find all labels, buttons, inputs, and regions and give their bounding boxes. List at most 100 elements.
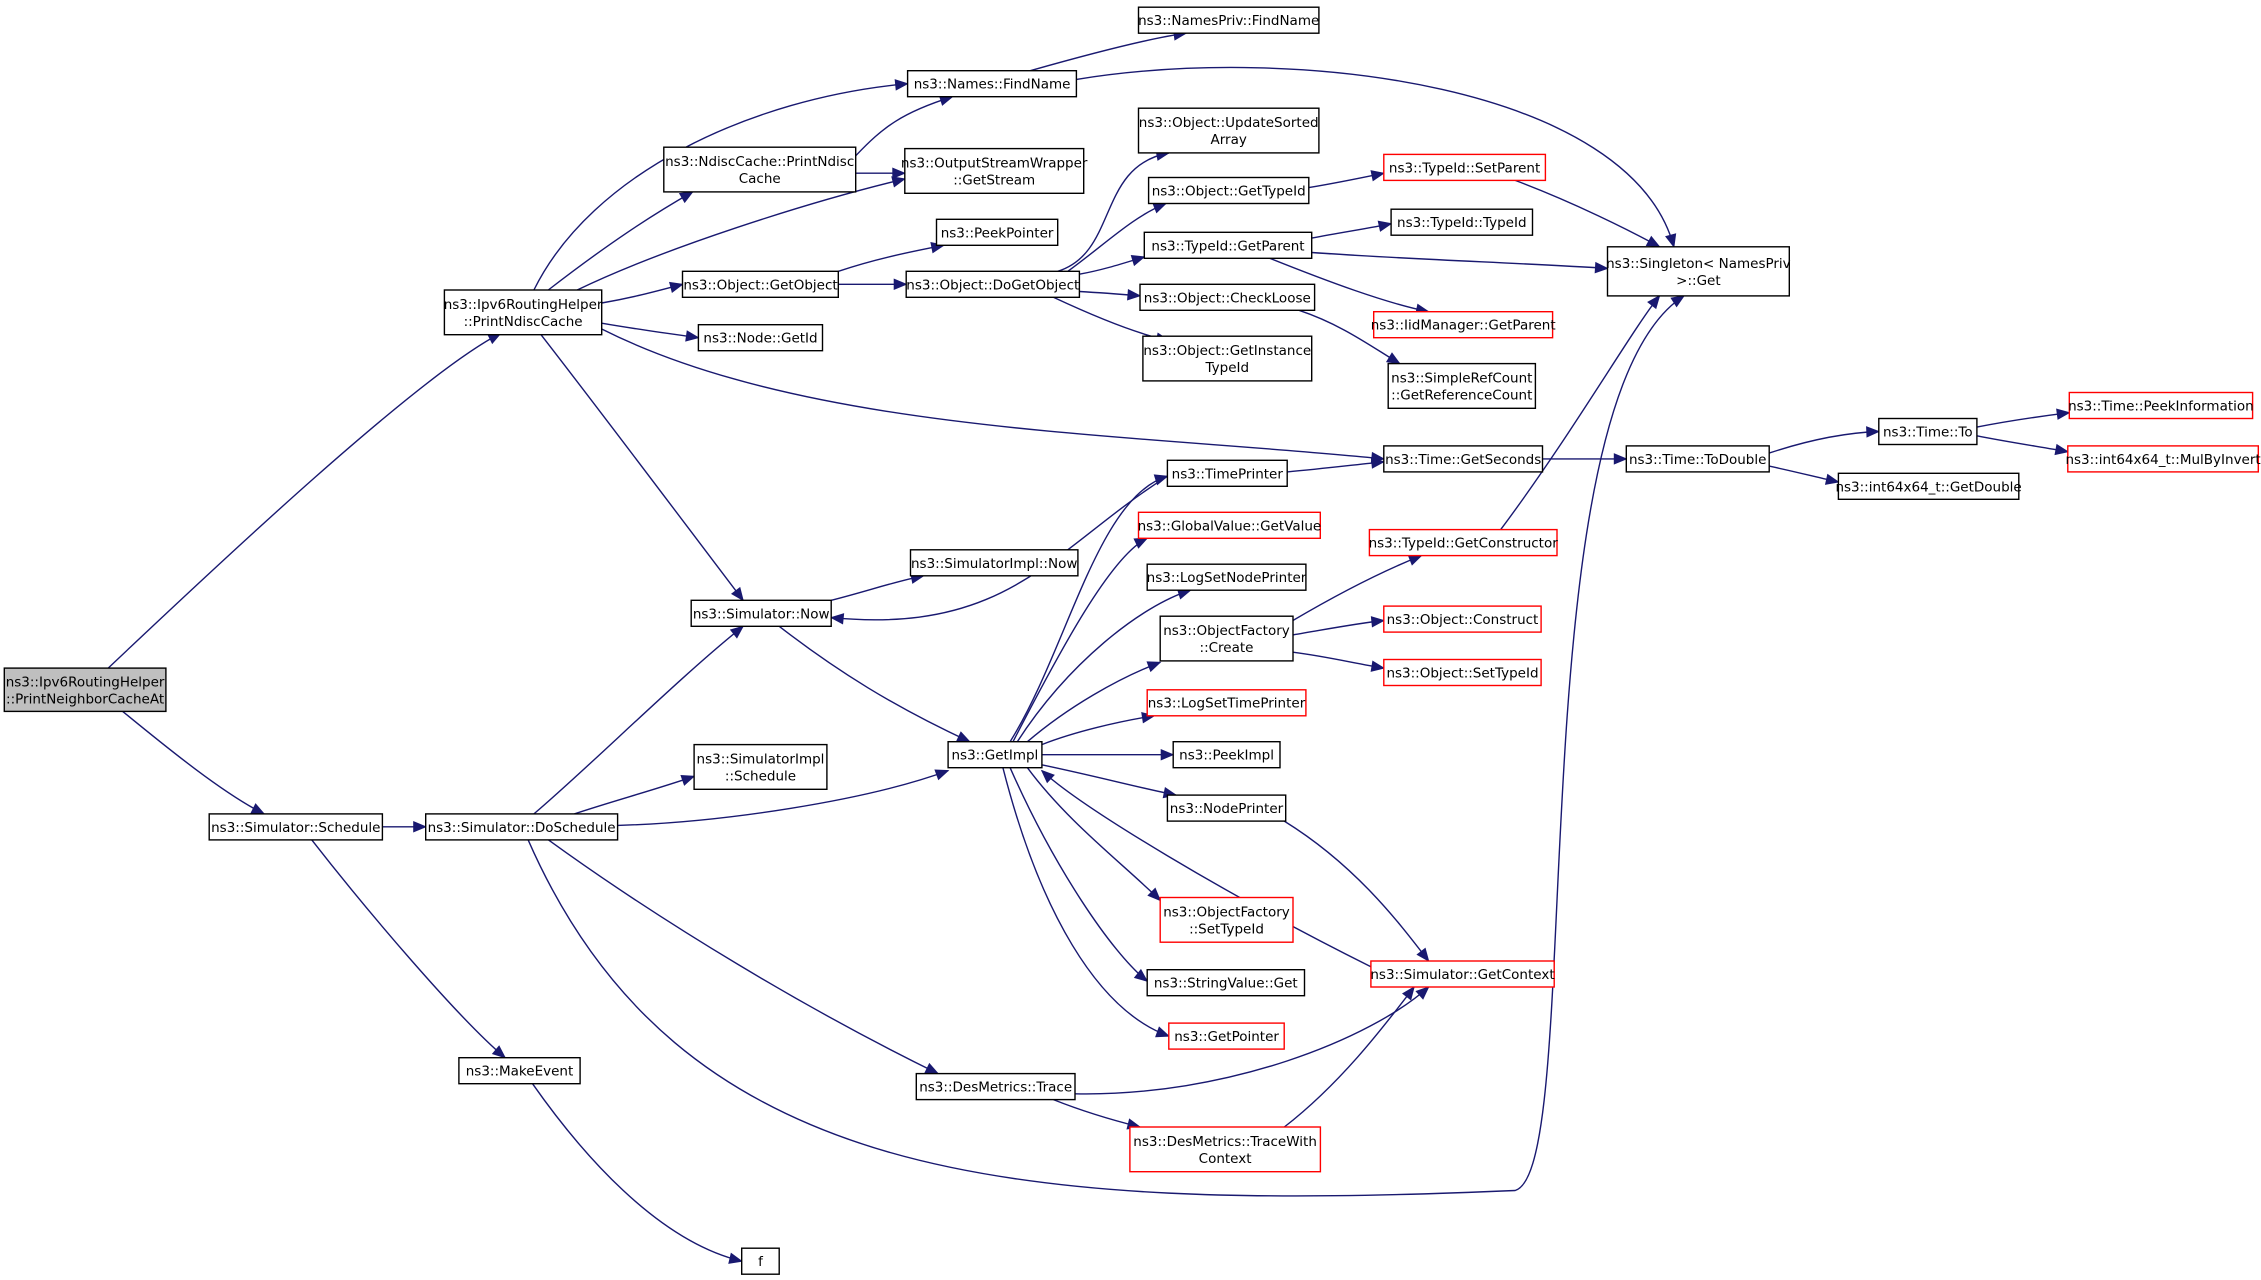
- node-box: [1159, 896, 1294, 943]
- node-label: ns3::DesMetrics::Trace: [919, 1080, 1072, 1096]
- node-label: ns3::TypeId::SetParent: [1389, 160, 1540, 176]
- node-nodegetid[interactable]: ns3::Node::GetId: [697, 324, 824, 352]
- arrowhead: [1407, 554, 1423, 566]
- arrowhead: [1866, 426, 1881, 438]
- node-dogetobject[interactable]: ns3::Object::DoGetObject: [905, 270, 1081, 298]
- node-label: ::SetTypeId: [1189, 921, 1264, 937]
- edge-tidgetctor-to-singleton: [1500, 294, 1661, 531]
- node-tidgetctor[interactable]: ns3::TypeId::GetConstructor: [1368, 528, 1559, 557]
- edge-makeevent-to-f: [531, 1083, 743, 1264]
- node-timetodouble[interactable]: ns3::Time::ToDouble: [1625, 445, 1770, 473]
- node-timeto[interactable]: ns3::Time::To: [1878, 417, 1978, 446]
- node-ndisc[interactable]: ns3::NdiscCache::PrintNdiscCache: [663, 146, 857, 193]
- node-tidsetparent[interactable]: ns3::TypeId::SetParent: [1383, 153, 1547, 182]
- edge-pnc-to-osw: [576, 176, 907, 291]
- node-simplerc[interactable]: ns3::SimpleRefCount::GetReferenceCount: [1387, 362, 1537, 410]
- node-strvalget[interactable]: ns3::StringValue::Get: [1146, 969, 1306, 997]
- edge-timetodouble-to-timeto: [1768, 426, 1881, 454]
- node-iidgetparent[interactable]: ns3::IidManager::GetParent: [1371, 311, 1556, 339]
- node-sched[interactable]: ns3::Simulator::Schedule: [208, 813, 384, 841]
- node-tidgetparent[interactable]: ns3::TypeId::GetParent: [1143, 231, 1313, 260]
- edge-tidsetparent-to-singleton: [1514, 179, 1661, 248]
- node-label: ::PrintNdiscCache: [464, 314, 583, 330]
- node-i64getdouble[interactable]: ns3::int64x64_t::GetDouble: [1835, 472, 2022, 500]
- node-box: [2068, 391, 2254, 420]
- node-box: [1368, 528, 1558, 557]
- node-gvgetvalue[interactable]: ns3::GlobalValue::GetValue: [1138, 511, 1322, 539]
- node-nodeprinter[interactable]: ns3::NodePrinter: [1166, 794, 1287, 822]
- node-label: ns3::OutputStreamWrapper: [901, 156, 1088, 172]
- node-objfactcreate[interactable]: ns3::ObjectFactory::Create: [1159, 615, 1294, 662]
- node-destrace[interactable]: ns3::DesMetrics::Trace: [915, 1072, 1076, 1101]
- node-dosched[interactable]: ns3::Simulator::DoSchedule: [425, 813, 619, 841]
- node-box: [3, 667, 167, 713]
- arrowhead: [829, 613, 845, 625]
- arrowhead: [2054, 443, 2070, 456]
- edge-root-to-pnc: [107, 332, 502, 669]
- edge-getimpl-to-strvalget: [1009, 767, 1149, 983]
- edge-getimpl-to-lognodeprinter: [1016, 588, 1192, 743]
- node-simnow[interactable]: ns3::Simulator::Now: [690, 599, 832, 627]
- node-peekinfo[interactable]: ns3::Time::PeekInformation: [2068, 391, 2254, 420]
- node-namesprivfind[interactable]: ns3::NamesPriv::FindName: [1137, 6, 1320, 34]
- node-getobject[interactable]: ns3::Object::GetObject: [681, 270, 840, 298]
- node-peekptr[interactable]: ns3::PeekPointer: [935, 218, 1059, 247]
- node-box: [935, 218, 1059, 247]
- node-mulbyinvert[interactable]: ns3::int64x64_t::MulByInvert: [2065, 445, 2261, 473]
- node-box: [1370, 960, 1555, 988]
- arrowhead: [924, 1062, 940, 1075]
- node-peekimpl[interactable]: ns3::PeekImpl: [1172, 741, 1281, 769]
- node-objgettid[interactable]: ns3::Object::GetTypeId: [1147, 176, 1310, 205]
- edge-sched-to-makeevent: [311, 839, 507, 1059]
- arrowhead: [891, 176, 907, 188]
- node-singleton[interactable]: ns3::Singleton< NamesPriv >::Get: [1606, 246, 1791, 297]
- node-label: ns3::Ipv6RoutingHelper: [6, 674, 165, 690]
- node-getpointer[interactable]: ns3::GetPointer: [1168, 1022, 1285, 1050]
- node-simimplnow[interactable]: ns3::SimulatorImpl::Now: [909, 549, 1079, 577]
- node-simimplsched[interactable]: ns3::SimulatorImpl::Schedule: [693, 743, 828, 790]
- node-timegetsec[interactable]: ns3::Time::GetSeconds: [1383, 445, 1544, 473]
- arrowhead: [2056, 408, 2071, 420]
- edge-getimpl-to-timeprinter: [1009, 474, 1169, 743]
- arrowhead: [1133, 537, 1149, 549]
- arrowhead: [1370, 660, 1386, 672]
- node-label: ns3::Object::CheckLoose: [1144, 290, 1311, 306]
- edge-ndisc-to-osw: [855, 167, 907, 179]
- node-logtimeprinter[interactable]: ns3::LogSetTimePrinter: [1146, 689, 1307, 717]
- edge-tidgetparent-to-singleton: [1311, 251, 1609, 274]
- node-tidtid[interactable]: ns3::TypeId::TypeId: [1390, 208, 1534, 236]
- node-box: [1172, 741, 1281, 769]
- node-box: [690, 599, 832, 627]
- node-box: [904, 147, 1085, 195]
- node-label: ns3::Simulator::Schedule: [211, 820, 380, 836]
- node-box: [1147, 176, 1310, 205]
- node-objconstruct[interactable]: ns3::Object::Construct: [1383, 605, 1542, 633]
- node-label: ns3::int64x64_t::GetDouble: [1835, 479, 2021, 495]
- node-osw[interactable]: ns3::OutputStreamWrapper::GetStream: [901, 147, 1088, 195]
- edge-dosched-to-destrace: [547, 839, 940, 1075]
- arrowhead: [1665, 233, 1677, 249]
- node-label: ns3::Time::GetSeconds: [1385, 452, 1541, 468]
- node-lognodeprinter[interactable]: ns3::LogSetNodePrinter: [1146, 563, 1307, 591]
- node-box: [1383, 445, 1544, 473]
- function-nodes: ns3::Ipv6RoutingHelper::PrintNeighborCac…: [3, 6, 2261, 1275]
- arrowhead: [250, 803, 266, 815]
- node-simgetctx[interactable]: ns3::Simulator::GetContext: [1370, 960, 1555, 988]
- node-makeevent[interactable]: ns3::MakeEvent: [458, 1056, 581, 1085]
- node-label: ns3::TypeId::GetConstructor: [1369, 536, 1559, 552]
- node-getimpl[interactable]: ns3::GetImpl: [947, 741, 1043, 769]
- node-objfactsettid[interactable]: ns3::ObjectFactory::SetTypeId: [1159, 896, 1294, 943]
- node-timeprinter[interactable]: ns3::TimePrinter: [1166, 459, 1288, 487]
- edge-dosched-to-getimpl: [617, 769, 950, 827]
- node-namesfind[interactable]: ns3::Names::FindName: [906, 69, 1078, 98]
- node-pnc[interactable]: ns3::Ipv6RoutingHelper::PrintNdiscCache: [443, 289, 603, 336]
- node-f[interactable]: f: [741, 1247, 780, 1275]
- node-objsettid[interactable]: ns3::Object::SetTypeId: [1383, 658, 1542, 687]
- node-label: ns3::NodePrinter: [1170, 801, 1284, 817]
- node-checkloose[interactable]: ns3::Object::CheckLoose: [1139, 283, 1316, 311]
- arrowhead: [680, 774, 696, 786]
